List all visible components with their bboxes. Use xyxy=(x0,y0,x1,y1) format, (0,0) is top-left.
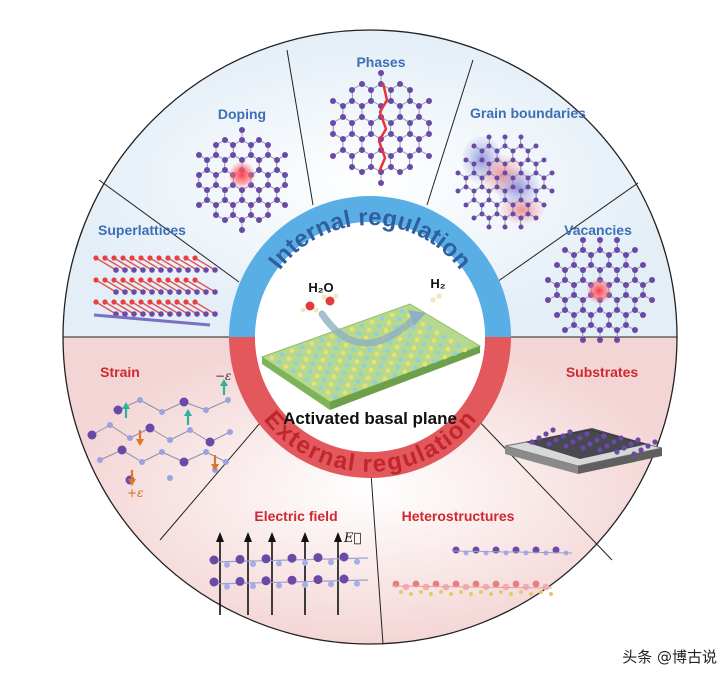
vacancies-label: Vacancies xyxy=(564,222,632,238)
external-regulation-ring xyxy=(229,337,511,478)
electric-field-label: Electric field xyxy=(254,508,337,524)
internal-regulation-ring xyxy=(229,196,511,337)
vacancies-lattice xyxy=(545,237,655,343)
phases-label: Phases xyxy=(356,54,405,70)
internal-half-background xyxy=(63,30,677,338)
reaction-arrow-head xyxy=(408,310,426,326)
strain-plus-label: +ε xyxy=(127,486,144,500)
strain-lattice xyxy=(87,379,233,486)
superlattices-label: Superlattices xyxy=(98,222,186,238)
reaction-arrow xyxy=(318,310,419,347)
grain-boundaries-lattice xyxy=(455,134,555,230)
center-title: Activated basal plane xyxy=(283,409,457,428)
electric-field-symbol: E⃗ xyxy=(343,531,361,546)
doping-label: Doping xyxy=(218,106,266,122)
heterostructures-label: Heterostructures xyxy=(402,508,515,524)
h2o-label: H₂O xyxy=(308,280,333,295)
electric-field-structure xyxy=(209,532,369,615)
water-molecule xyxy=(300,293,339,313)
catalyst-plane xyxy=(260,303,482,410)
substrate-structure xyxy=(504,427,663,474)
grain-boundaries-label: Grain boundaries xyxy=(470,105,586,121)
doping-lattice xyxy=(196,127,288,233)
h2-label: H₂ xyxy=(430,276,445,291)
external-half-background xyxy=(63,337,677,644)
substrates-label: Substrates xyxy=(566,364,639,380)
strain-label: Strain xyxy=(100,364,140,380)
phases-lattice xyxy=(330,70,432,186)
heterostructure-layers xyxy=(391,546,573,596)
strain-minus-label: −ε xyxy=(215,369,232,383)
hydrogen-molecule xyxy=(430,293,442,303)
watermark: 头条 @博古说 xyxy=(622,648,717,666)
superlattices-structure xyxy=(93,255,218,327)
